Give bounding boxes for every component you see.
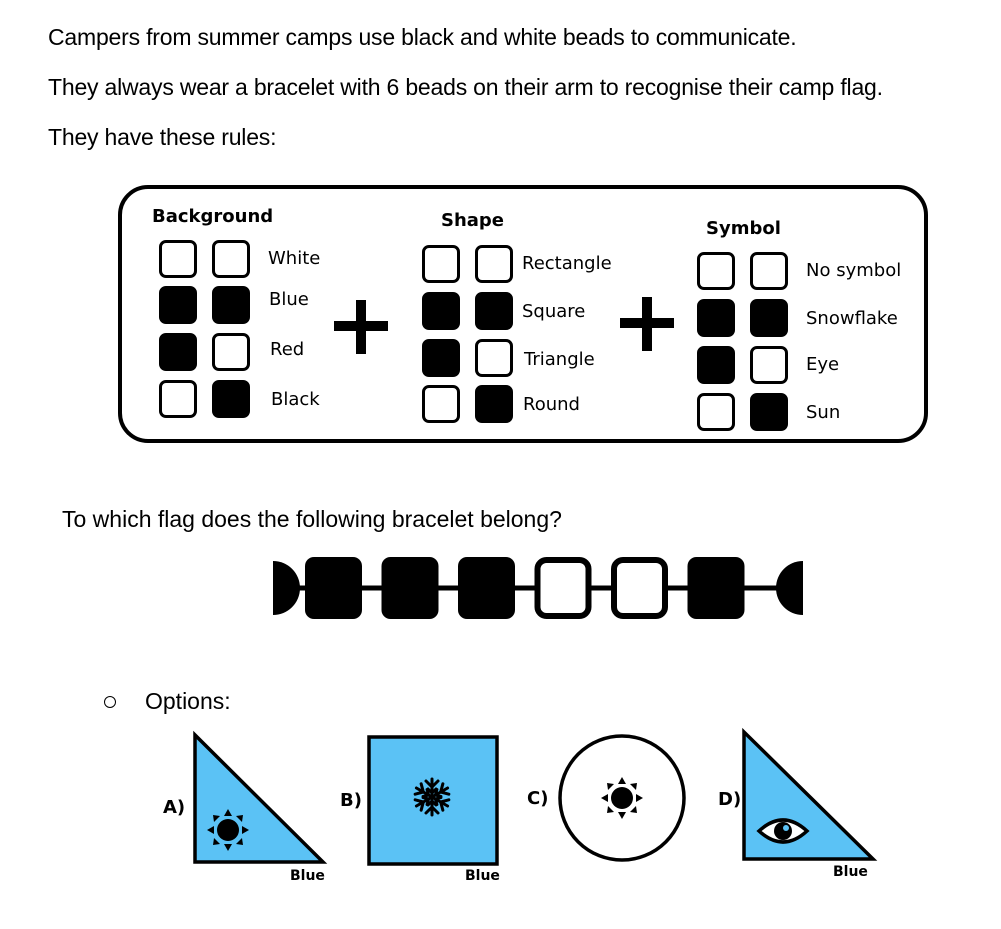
white-bead [534, 557, 592, 619]
rule-title-symbol: Symbol [706, 218, 781, 239]
black-bead [422, 339, 460, 377]
white-bead [697, 252, 735, 290]
flag-c[interactable] [556, 734, 690, 868]
rule-label-eye: Eye [806, 354, 840, 375]
option-letter: A) [163, 797, 186, 818]
black-bead [697, 299, 735, 337]
flag-b[interactable] [366, 734, 500, 868]
rule-label-white: White [268, 248, 321, 269]
option-caption: Blue [465, 868, 500, 884]
rule-label-round: Round [523, 394, 580, 415]
rule-label-rectangle: Rectangle [522, 253, 612, 274]
options-label: Options: [145, 688, 231, 714]
rule-label-triangle: Triangle [524, 349, 595, 370]
flag-d[interactable] [740, 727, 880, 867]
white-bead [750, 252, 788, 290]
triangle-shape [742, 727, 878, 861]
white-bead [697, 393, 735, 431]
white-bead [475, 339, 513, 377]
sun-icon [207, 809, 249, 851]
black-bead [422, 292, 460, 330]
rule-label-black: Black [271, 389, 320, 410]
bullet-icon [104, 696, 116, 708]
white-bead [611, 557, 668, 619]
black-bead [381, 557, 439, 619]
white-bead [750, 346, 788, 384]
flag-a[interactable] [190, 730, 330, 870]
option-letter: D) [718, 789, 742, 810]
black-bead [475, 385, 513, 423]
plus-icon [334, 300, 388, 354]
rules-panel: Background White Blue Red Black Shape Re… [118, 185, 928, 443]
bracelet-clasp-left [273, 561, 300, 615]
black-bead [159, 286, 197, 324]
black-bead [475, 292, 513, 330]
option-caption: Blue [290, 868, 325, 884]
rule-label-red: Red [270, 339, 305, 360]
black-bead [750, 299, 788, 337]
white-bead [212, 333, 250, 371]
plus-icon [620, 297, 674, 351]
rule-label-square: Square [522, 301, 586, 322]
bracelet-clasp-right [776, 561, 803, 615]
black-bead [212, 380, 250, 418]
question-text: To which flag does the following bracele… [62, 506, 562, 532]
eye-icon [756, 818, 810, 844]
black-bead [212, 286, 250, 324]
rule-label-blue: Blue [269, 289, 309, 310]
sun-icon [601, 777, 643, 819]
white-bead [422, 385, 460, 423]
option-letter: C) [527, 788, 549, 809]
rule-title-shape: Shape [441, 210, 505, 231]
white-bead [212, 240, 250, 278]
white-bead [159, 380, 197, 418]
white-bead [422, 245, 460, 283]
black-bead [305, 557, 362, 619]
black-bead [687, 557, 745, 619]
bracelet [273, 557, 803, 619]
snowflake-icon [411, 777, 453, 817]
option-caption: Blue [833, 864, 868, 880]
rule-label-sun: Sun [806, 402, 841, 423]
intro-line-3: They have these rules: [48, 124, 277, 150]
rule-label-no-symbol: No symbol [806, 260, 902, 281]
intro-line-1: Campers from summer camps use black and … [48, 24, 797, 50]
black-bead [697, 346, 735, 384]
option-letter: B) [340, 790, 362, 811]
white-bead [159, 240, 197, 278]
rule-title-background: Background [152, 206, 274, 227]
black-bead [458, 557, 515, 619]
intro-line-2: They always wear a bracelet with 6 beads… [48, 74, 883, 100]
white-bead [475, 245, 513, 283]
black-bead [159, 333, 197, 371]
black-bead [750, 393, 788, 431]
rule-label-snowflake: Snowflake [806, 308, 898, 329]
